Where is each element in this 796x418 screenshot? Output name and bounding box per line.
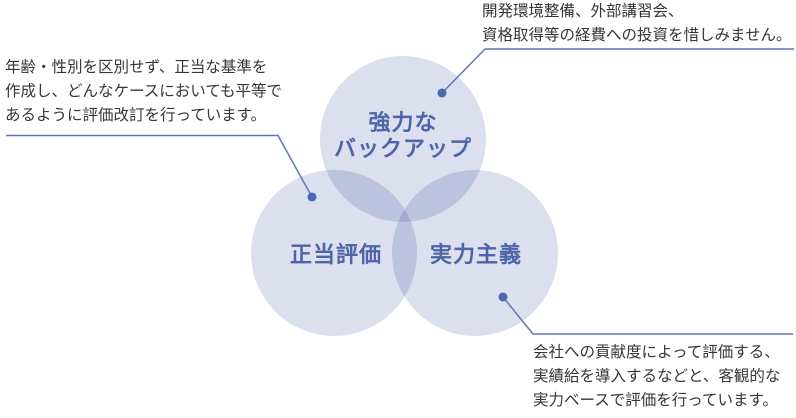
leader-line-merit (502, 296, 793, 335)
annotation-line: 作成し、どんなケースにおいても平等で (5, 83, 282, 100)
annotation-line: 年齢・性別を区別せず、正当な基準を (5, 59, 268, 76)
annotation-line: 実力ベースで評価を行っています。 (533, 392, 778, 409)
leader-line-fair (6, 134, 313, 198)
circle-label-fair: 正当評価 (289, 242, 382, 267)
venn-circle-merit (392, 170, 558, 336)
annotation-fair: 年齢・性別を区別せず、正当な基準を 作成し、どんなケースにおいても平等で あるよ… (5, 56, 282, 128)
circle-label-line: バックアップ (333, 136, 472, 161)
connector-dot-merit (498, 292, 508, 302)
venn-circle-fair (251, 170, 417, 336)
annotation-line: 会社への貢献度によって評価する、 (533, 344, 780, 361)
annotation-merit: 会社への貢献度によって評価する、 実績給を導入するなどと、客観的な 実力ベースで… (533, 341, 780, 413)
connector-dot-backup (437, 88, 447, 98)
connector-dot-fair (307, 192, 317, 202)
annotation-line: あるように評価改訂を行っています。 (5, 107, 267, 124)
annotation-backup: 開発環境整備、外部講習会、 資格取得等の経費への投資を惜しみません。 (482, 0, 792, 48)
circle-label-backup: 強力な バックアップ (303, 110, 503, 162)
annotation-line: 実績給を導入するなどと、客観的な (533, 368, 781, 385)
annotation-line: 資格取得等の経費への投資を惜しみません。 (482, 27, 792, 44)
circle-label-merit: 実力主義 (429, 242, 522, 267)
circle-label-line: 強力な (368, 110, 438, 135)
leader-line-backup (441, 48, 794, 94)
annotation-line: 開発環境整備、外部講習会、 (482, 3, 684, 20)
